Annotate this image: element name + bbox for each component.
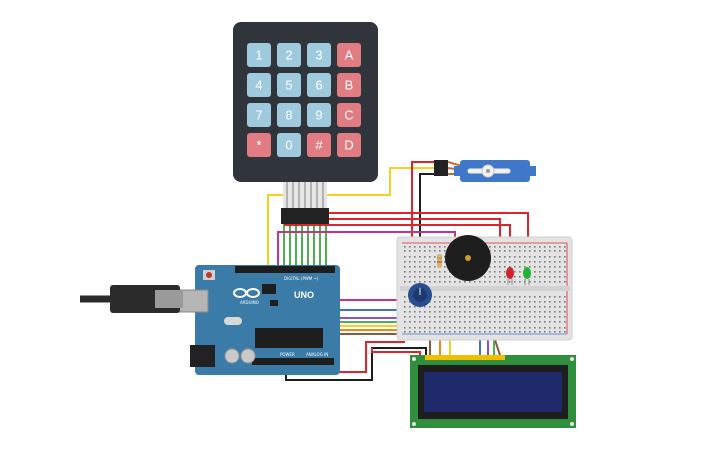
power-header <box>252 358 334 365</box>
keypad-key[interactable]: 2 <box>277 43 301 67</box>
keypad-key[interactable]: D <box>337 133 361 157</box>
keypad-key-label: 8 <box>285 108 292 123</box>
keypad-key-label: D <box>344 138 353 153</box>
keypad-key-label: 6 <box>315 78 322 93</box>
lcd-screen <box>424 372 562 412</box>
servo-motor[interactable] <box>434 160 536 182</box>
analog-pins-label: ANALOG IN <box>306 352 328 357</box>
resistor[interactable] <box>437 254 442 268</box>
lcd-header <box>425 355 505 360</box>
keypad-key-label: 7 <box>255 108 262 123</box>
arduino-brand-label: ARDUINO <box>240 300 259 305</box>
atmega-chip <box>255 328 323 348</box>
keypad-key-label: 9 <box>315 108 322 123</box>
keypad-key-label: 0 <box>285 138 292 153</box>
keypad-key[interactable]: 1 <box>247 43 271 67</box>
servo-mount-right <box>526 166 536 176</box>
buzzer-center <box>465 255 471 261</box>
keypad-key-label: 2 <box>285 48 292 63</box>
digital-pins-label: DIGITAL (PWM ~) <box>284 276 319 281</box>
keypad-key[interactable]: 5 <box>277 73 301 97</box>
lcd-display-16x2[interactable] <box>410 355 576 428</box>
keypad-header <box>281 208 329 224</box>
usb-cable[interactable] <box>80 285 183 313</box>
keypad-key-label: # <box>315 138 323 153</box>
led-red[interactable] <box>506 267 514 285</box>
keypad-key[interactable]: * <box>247 133 271 157</box>
piezo-buzzer[interactable] <box>445 235 491 281</box>
keypad-key-label: 3 <box>315 48 322 63</box>
keypad-key-label: 5 <box>285 78 292 93</box>
wire-servo-signal[interactable] <box>267 167 440 270</box>
keypad-key[interactable]: 7 <box>247 103 271 127</box>
keypad-key-label: C <box>344 108 353 123</box>
arduino-uno-board[interactable]: UNO ARDUINO DIGITAL (PWM ~) POWER ANALOG… <box>177 265 340 375</box>
keypad-key-label: 4 <box>255 78 262 93</box>
keypad-key[interactable]: 3 <box>307 43 331 67</box>
keypad-4x4: 1 2 3 A 4 5 6 B 7 8 9 C * 0 # D <box>233 22 378 224</box>
keypad-key-label: A <box>345 48 354 63</box>
keypad-key-label: 1 <box>255 48 262 63</box>
power-pins-label: POWER <box>280 352 295 357</box>
arduino-logo <box>233 288 260 298</box>
keypad-key[interactable]: # <box>307 133 331 157</box>
potentiometer[interactable] <box>408 283 432 307</box>
keypad-key[interactable]: A <box>337 43 361 67</box>
keypad-key[interactable]: C <box>337 103 361 127</box>
wire-servo-ground[interactable] <box>419 173 440 245</box>
keypad-key-label: * <box>256 138 261 153</box>
keypad-ribbon-lines <box>286 182 324 210</box>
arduino-uno-label: UNO <box>294 290 314 300</box>
keypad-key[interactable]: 6 <box>307 73 331 97</box>
wire-lcd-black[interactable] <box>408 347 427 355</box>
keypad-key[interactable]: B <box>337 73 361 97</box>
power-jack <box>190 345 215 367</box>
keypad-key[interactable]: 8 <box>277 103 301 127</box>
keypad-keys: 1 2 3 A 4 5 6 B 7 8 9 C * 0 # D <box>247 43 361 157</box>
keypad-key[interactable]: 9 <box>307 103 331 127</box>
keypad-key[interactable]: 0 <box>277 133 301 157</box>
wire-lcd-red[interactable] <box>371 348 421 355</box>
digital-header <box>235 266 335 273</box>
keypad-key[interactable]: 4 <box>247 73 271 97</box>
servo-connector <box>434 160 448 176</box>
servo-mount-left <box>454 166 464 176</box>
keypad-key-label: B <box>345 78 354 93</box>
breadboard-holes <box>404 246 566 333</box>
led-green[interactable] <box>523 267 531 285</box>
